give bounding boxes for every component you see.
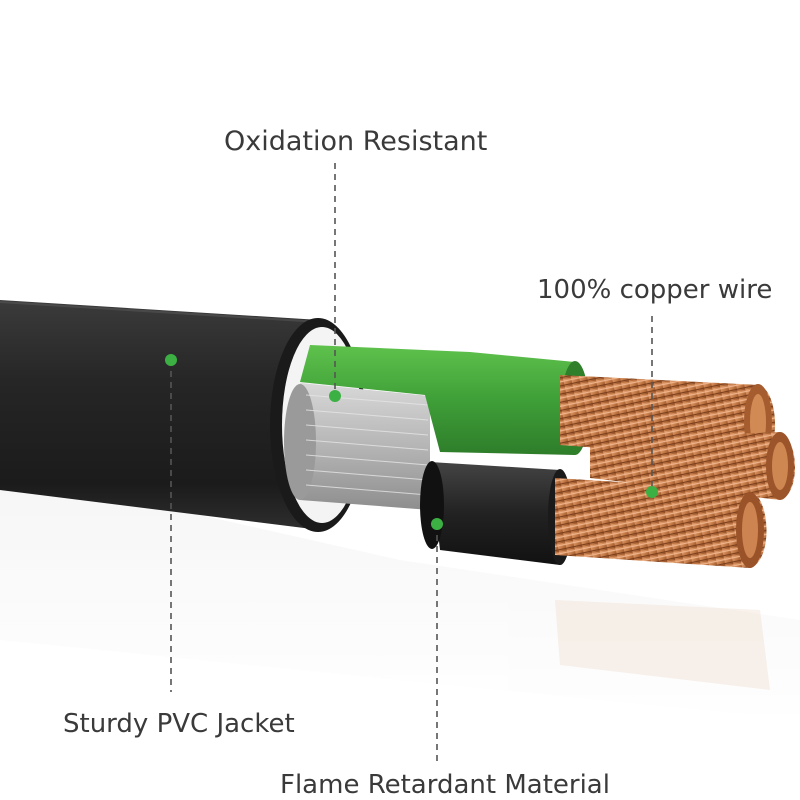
label-copper-wire: 100% copper wire: [537, 275, 773, 305]
floor-reflection: [0, 470, 800, 720]
label-pvc-jacket: Sturdy PVC Jacket: [63, 709, 295, 739]
marker-dot-copper: [646, 486, 658, 498]
label-flame-retardant: Flame Retardant Material: [280, 770, 610, 800]
marker-dot-pvc: [165, 354, 177, 366]
copper-conductors: [555, 375, 795, 568]
marker-dots: [165, 354, 658, 530]
gray-insulation-core: [284, 383, 430, 510]
marker-dot-flame: [431, 518, 443, 530]
marker-dot-oxidation: [329, 390, 341, 402]
label-oxidation-resistant: Oxidation Resistant: [224, 126, 488, 157]
leader-lines: [170, 163, 653, 762]
black-insulation-core: [420, 461, 572, 565]
